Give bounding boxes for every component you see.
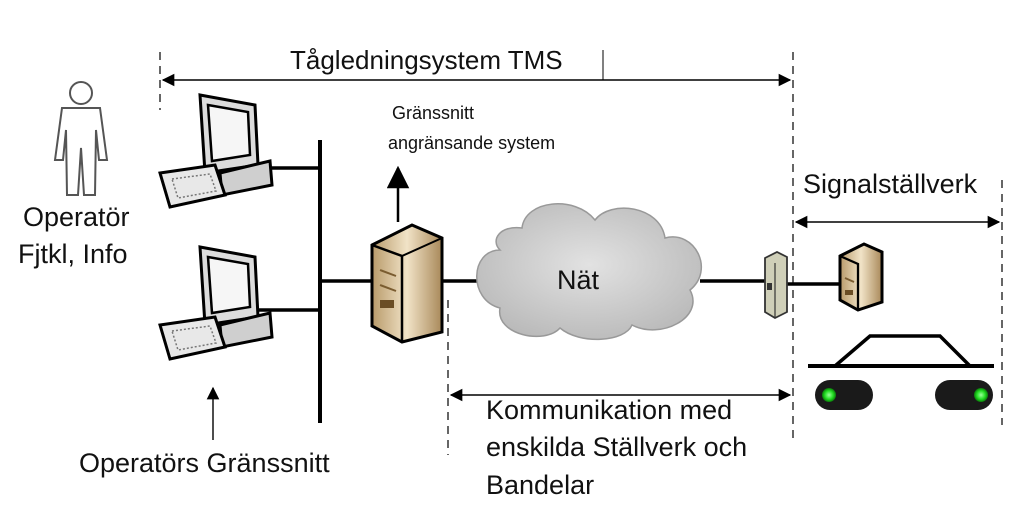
interface-label-line2: angränsande system	[388, 133, 556, 153]
tms-title: Tågledningsystem TMS	[290, 45, 563, 75]
modem-icon	[764, 250, 788, 320]
boundary-lines	[159, 52, 1003, 455]
communication-label-line2: enskilda Ställverk och	[486, 432, 748, 462]
operator-role-label: Fjtkl, Info	[18, 239, 128, 269]
signal-light	[974, 388, 988, 402]
train-icon	[808, 334, 994, 410]
signal-light	[822, 388, 836, 402]
person-icon	[53, 81, 109, 196]
workstation-icon	[158, 245, 274, 361]
interface-label-line1: Gränssnitt	[392, 103, 475, 123]
signal-interlocking-label: Signalställverk	[803, 169, 978, 199]
workstation-icon	[158, 93, 274, 209]
communication-label-line1: Kommunikation med	[486, 395, 733, 425]
cloud-icon	[476, 203, 702, 340]
communication-label-line3: Bandelar	[486, 470, 595, 500]
network-label: Nät	[557, 265, 600, 295]
server-icon	[838, 242, 884, 312]
operator-label: Operatör	[23, 202, 130, 232]
operator-interface-label: Operatörs Gränssnitt	[79, 448, 330, 478]
server-icon	[370, 223, 444, 344]
